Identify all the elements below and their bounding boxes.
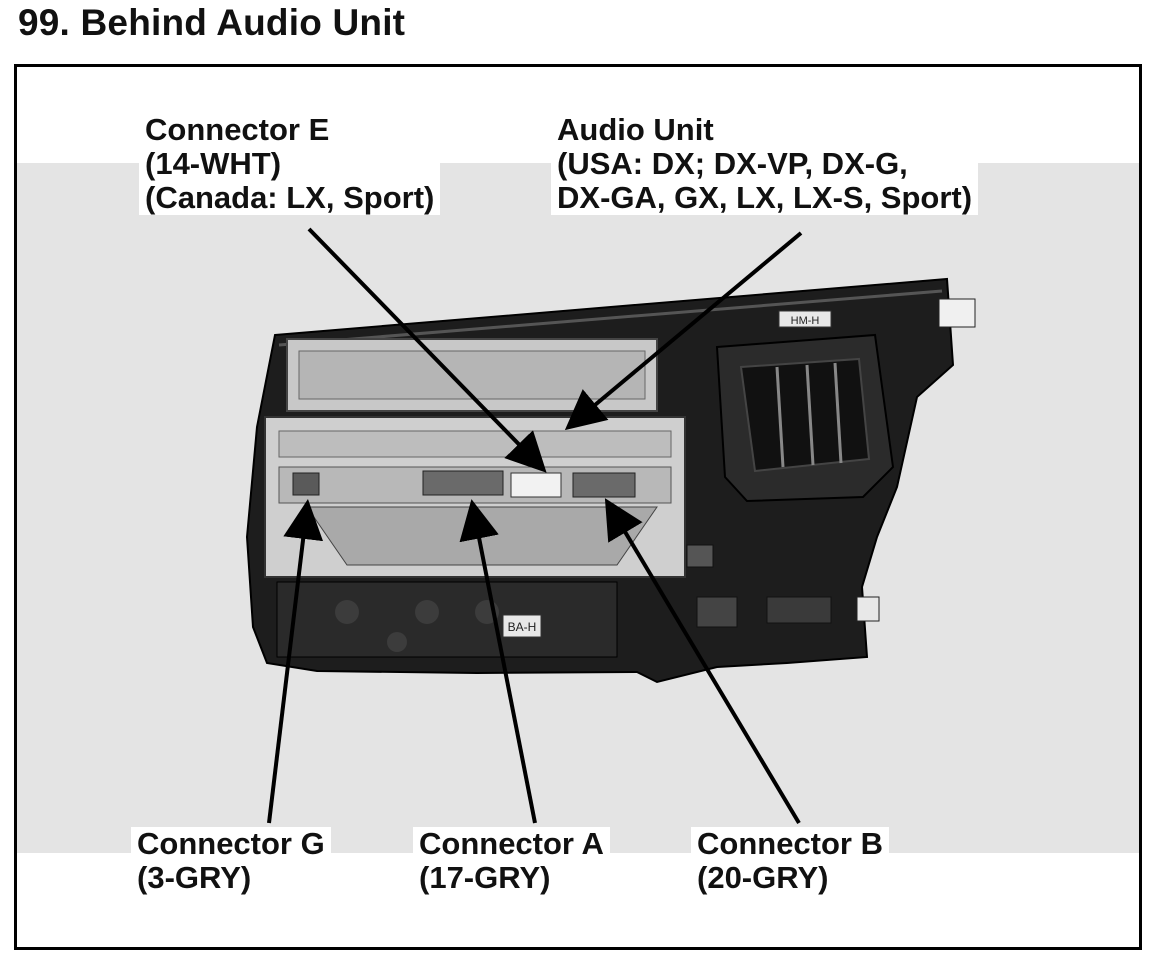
connector-e-note: (Canada: LX, Sport) <box>145 180 435 215</box>
connector-b-spec: (20-GRY) <box>697 860 829 895</box>
callout-connector-a: Connector A (17-GRY) <box>413 827 610 895</box>
audio-unit-name: Audio Unit <box>557 112 714 147</box>
ba-h-tag: BA-H <box>508 620 537 634</box>
connector-a-spec: (17-GRY) <box>419 860 551 895</box>
audio-unit-line2: (USA: DX; DX-VP, DX-G, <box>557 146 908 181</box>
connector-e-name: Connector E <box>145 112 330 147</box>
connector-g-spec: (3-GRY) <box>137 860 252 895</box>
page-title: 99. Behind Audio Unit <box>18 2 406 43</box>
audio-unit-line3: DX-GA, GX, LX, LX-S, Sport) <box>557 180 973 215</box>
connector-g-name: Connector G <box>137 826 325 861</box>
callout-connector-e: Connector E (14-WHT) (Canada: LX, Sport) <box>139 112 441 215</box>
control-panel <box>276 581 618 658</box>
callout-connector-b: Connector B (20-GRY) <box>691 827 889 895</box>
connector-b-socket <box>572 472 636 498</box>
connector-e-socket <box>510 472 562 498</box>
connector-b-name: Connector B <box>697 826 883 861</box>
callout-connector-g: Connector G (3-GRY) <box>131 827 331 895</box>
connector-a-name: Connector A <box>419 826 604 861</box>
connector-g-socket <box>292 472 320 496</box>
connector-a-socket <box>422 470 504 496</box>
figure-frame: BA-H HM-H Connector <box>14 64 1142 950</box>
connector-e-spec: (14-WHT) <box>145 146 282 181</box>
callout-audio-unit: Audio Unit (USA: DX; DX-VP, DX-G, DX-GA,… <box>551 112 979 215</box>
hm-h-tag: HM-H <box>791 315 820 327</box>
